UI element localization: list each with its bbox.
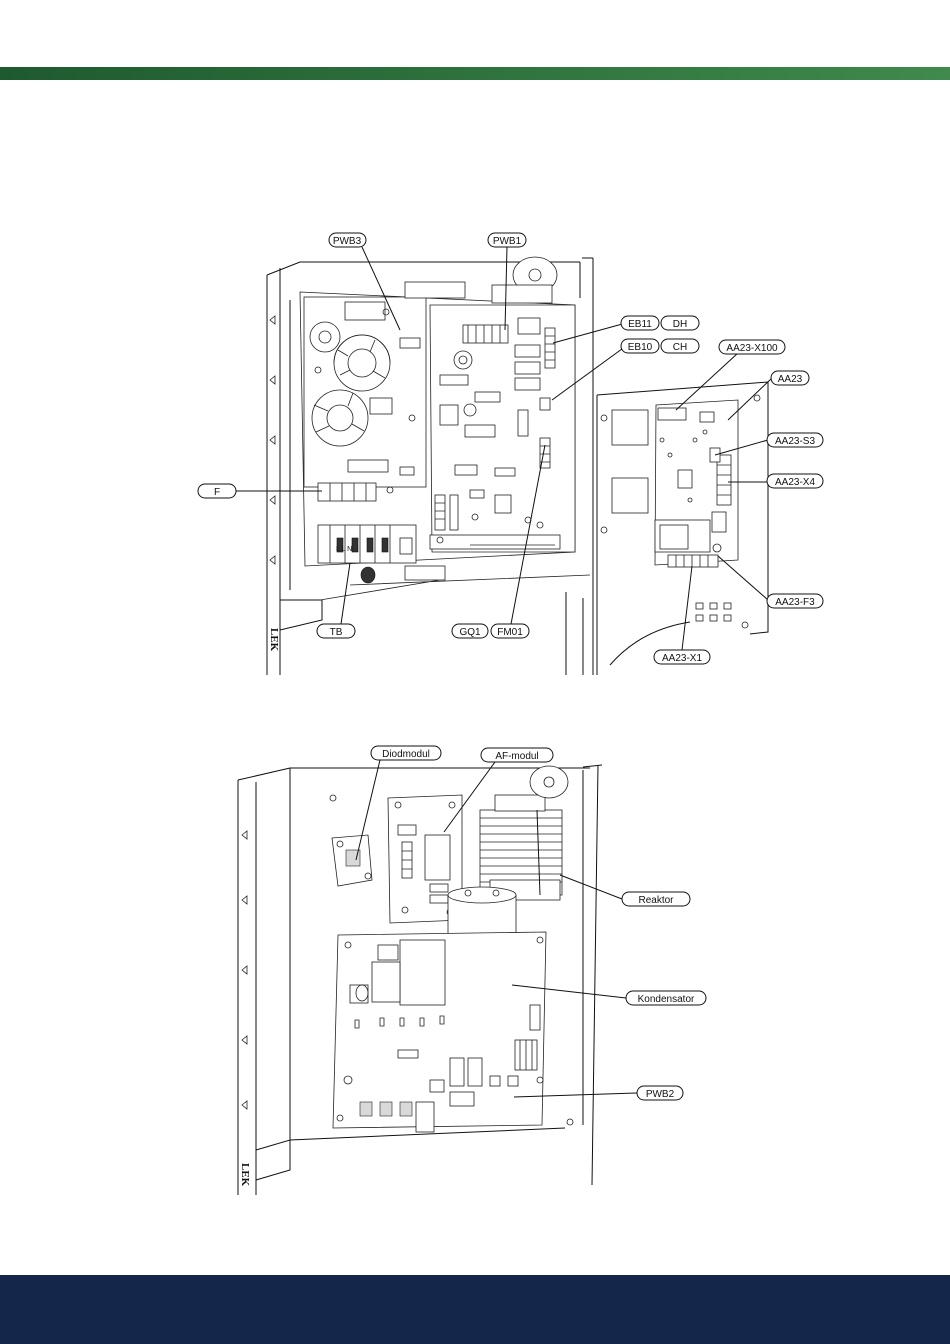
svg-text:AA23-X1: AA23-X1 <box>662 653 702 664</box>
svg-text:FM01: FM01 <box>497 627 523 638</box>
svg-text:TB: TB <box>330 627 343 638</box>
label-aa23-s3: AA23-S3 <box>767 433 823 447</box>
label-aa23-x100: AA23-X100 <box>719 340 785 354</box>
label-ch: CH <box>661 339 699 353</box>
label-kondensator: Kondensator <box>626 991 706 1005</box>
aa23-f3-fuse <box>713 544 721 552</box>
label-eb10: EB10 <box>621 339 659 353</box>
terminal-letters: L L N <box>336 546 352 553</box>
svg-text:AF-modul: AF-modul <box>495 751 538 762</box>
label-aa23-x4: AA23-X4 <box>767 474 823 488</box>
svg-text:PWB2: PWB2 <box>646 1089 675 1100</box>
svg-text:Reaktor: Reaktor <box>638 895 674 906</box>
svg-text:PWB3: PWB3 <box>333 236 362 247</box>
label-af-modul: AF-modul <box>481 748 553 762</box>
side-mark-lek-2: LEK <box>239 1163 251 1187</box>
label-pwb1: PWB1 <box>488 233 526 247</box>
svg-text:Kondensator: Kondensator <box>638 994 695 1005</box>
label-aa23: AA23 <box>771 371 809 385</box>
pwb3-board <box>304 297 426 487</box>
label-pwb2: PWB2 <box>637 1086 683 1100</box>
svg-text:AA23-S3: AA23-S3 <box>775 436 815 447</box>
svg-text:EB11: EB11 <box>628 319 652 330</box>
svg-text:DH: DH <box>673 319 687 330</box>
label-pwb3: PWB3 <box>329 233 366 247</box>
reaktor-coil <box>480 766 568 900</box>
svg-text:Diodmodul: Diodmodul <box>382 749 430 760</box>
svg-text:AA23: AA23 <box>778 374 803 385</box>
aa23-x1-connector <box>668 555 718 567</box>
label-reaktor: Reaktor <box>622 892 690 906</box>
label-aa23-x1: AA23-X1 <box>654 650 710 664</box>
svg-text:AA23-X100: AA23-X100 <box>726 343 778 354</box>
svg-text:F: F <box>214 487 220 498</box>
svg-text:EB10: EB10 <box>628 342 653 353</box>
label-dh: DH <box>661 316 699 330</box>
label-tb: TB <box>317 624 355 638</box>
fuse-holder-f <box>318 483 376 501</box>
svg-text:GQ1: GQ1 <box>459 627 481 638</box>
label-eb11: EB11 <box>621 316 659 330</box>
label-gq1: GQ1 <box>452 624 488 638</box>
figure-1-control-box: LEK <box>198 233 823 675</box>
label-f: F <box>198 484 236 498</box>
svg-text:AA23-F3: AA23-F3 <box>775 597 815 608</box>
svg-text:CH: CH <box>673 342 687 353</box>
figure-2-power-module: LEK <box>238 746 706 1195</box>
svg-text:PWB1: PWB1 <box>493 236 522 247</box>
label-aa23-f3: AA23-F3 <box>767 594 823 608</box>
label-fm01: FM01 <box>491 624 529 638</box>
label-diodmodul: Diodmodul <box>371 746 441 760</box>
svg-text:AA23-X4: AA23-X4 <box>775 477 815 488</box>
side-mark-lek-1: LEK <box>268 628 280 652</box>
aa23-x4-connector <box>717 455 731 505</box>
